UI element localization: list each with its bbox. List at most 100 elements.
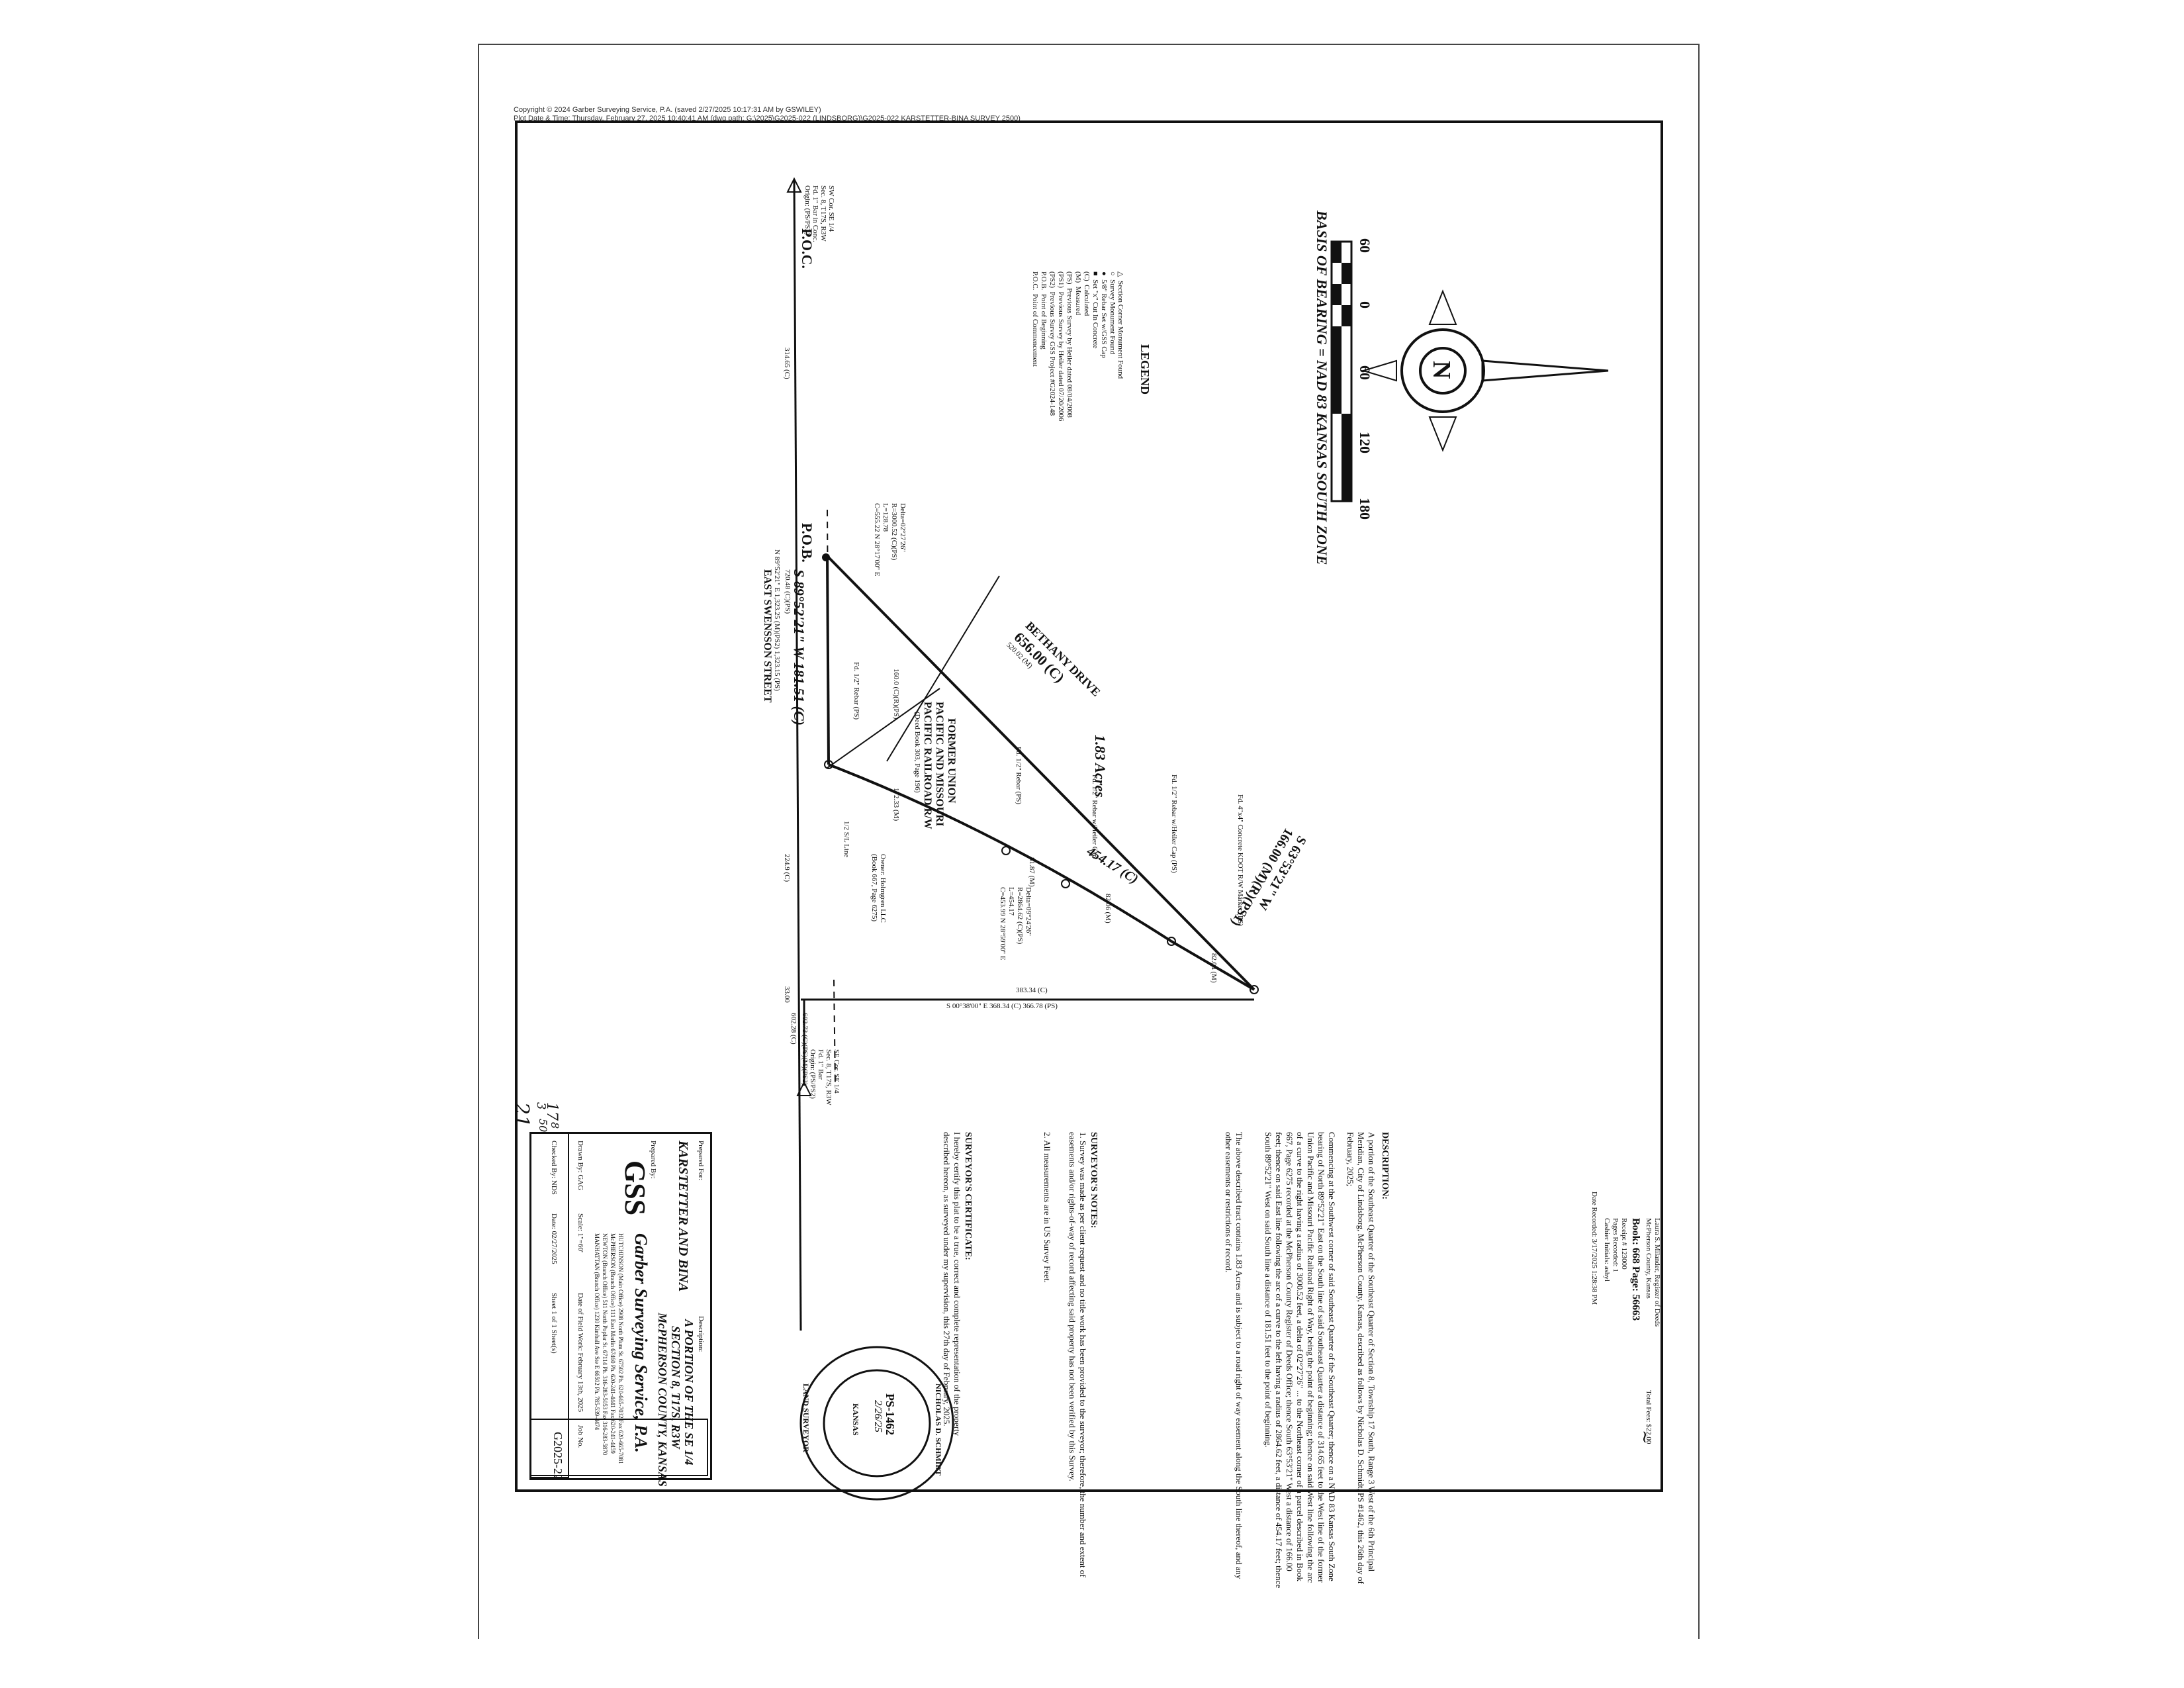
handwritten-figure: 3 xyxy=(534,1102,548,1110)
seal-date: 2/26/25 xyxy=(872,1400,884,1432)
se-note: SE Cor. SE 1/4 xyxy=(833,1049,841,1094)
rebar-monument xyxy=(1061,879,1070,888)
railroad-row-line-2 xyxy=(886,575,1000,762)
curve1-line: Delta=02°27'26" xyxy=(899,503,907,552)
seal-name: NICHOLAS D. SCHMIDT xyxy=(934,1383,943,1476)
certificate-text: I hereby certify this plat to be a true,… xyxy=(942,1132,962,1436)
dim-383: 383.34 (C) xyxy=(1016,986,1048,994)
se-note: Sec. 8, T17S, R3W xyxy=(825,1049,833,1105)
curve1-line: C=555.22 N 28°17'00" E xyxy=(873,503,881,577)
legend-item: P.O.B. Point of Beginning xyxy=(1040,271,1048,350)
scan-right-edge xyxy=(1698,44,1700,1639)
segment-label: 82.06 (M) xyxy=(1104,894,1112,923)
poc-note: Sec. 8, T17S, R3W xyxy=(819,185,827,242)
notes-item: 1. Survey was made as per client request… xyxy=(1068,1132,1088,1577)
scale-tick-3: 60 xyxy=(1357,365,1373,380)
handwritten-figure: 50 xyxy=(537,1119,549,1133)
handwritten-initials: 21 xyxy=(510,1102,533,1128)
seal-number: PS-1462 xyxy=(884,1393,897,1435)
railroad-row-line xyxy=(827,688,940,769)
curve1-line: R=3000.52 (C)(PS) xyxy=(890,503,898,561)
dim-602b: 602.73 (C)(PS)(M)(PS2) xyxy=(801,1013,809,1086)
se-note: Origin: (PS/PS2) xyxy=(809,1049,817,1099)
tb-checked-by: Checked By: NDS xyxy=(550,1141,558,1195)
recording-line: Receipt # 123000 xyxy=(1620,1218,1628,1270)
tb-description: SECTION 8, T17S, R3W xyxy=(669,1326,682,1449)
legend-item: ■ Set "x" Cut In Concrete xyxy=(1091,271,1099,349)
legend-item: (PS2) Previous Survey GSS Project #G2024… xyxy=(1048,271,1056,416)
rebar-label: Fd. 1/2" Rebar w/Heiler Cap (PS) xyxy=(1170,774,1178,873)
recording-line: Cashier Initials: ashyl xyxy=(1603,1218,1611,1282)
tb-sheet: Sheet 1 of 1 Sheet(s) xyxy=(550,1293,558,1354)
scale-bar xyxy=(1330,240,1353,502)
tb-job-label: Job No. xyxy=(576,1425,584,1448)
se-note: Fd. 1" Bar xyxy=(817,1049,825,1080)
tb-description-label: Description: xyxy=(697,1316,705,1352)
poc-marker xyxy=(786,177,802,193)
segment-label: 82.04 (M) xyxy=(1210,953,1218,983)
scale-tick-5: 180 xyxy=(1357,498,1373,520)
south-line-2: N 89°52'21" E 1,323.25 (M)(PS2) 1,323.15… xyxy=(773,549,781,691)
se-corner-marker xyxy=(796,1080,812,1096)
legend-item: △ Section Corner Monument Found xyxy=(1116,271,1124,379)
tb-description: McPHERSON COUNTY, KANSAS xyxy=(656,1313,669,1487)
dim-224: 224.9 (C) xyxy=(783,854,791,882)
recording-book: Book: 668 Page: 56663 xyxy=(1630,1218,1641,1321)
railroad-label: (Deed Book 303, Page 196) xyxy=(913,712,921,793)
scale-tick-1: 60 xyxy=(1357,238,1373,253)
surveyor-seal xyxy=(799,1346,954,1501)
tb-office: NEWTON (Branch Office) 511 North Poplar … xyxy=(602,1233,608,1456)
tb-office: HUTCHINSON (Main Office) 2908 North Plum… xyxy=(617,1233,624,1464)
tb-prepared-for: KARSTETTER AND BINA xyxy=(676,1141,690,1292)
legend-item: ● 5/8" Rebar Set w/GSS Cap xyxy=(1100,271,1108,358)
legend-item: (M) Measured xyxy=(1074,271,1082,315)
poc-note: SW Cor. SE 1/4 xyxy=(827,185,835,232)
tb-description: A PORTION OF THE SE 1/4 xyxy=(682,1319,696,1466)
rebar-monument xyxy=(1001,846,1011,855)
pob-label: P.O.B. xyxy=(799,523,815,563)
copyright-line: Copyright © 2024 Garber Surveying Servic… xyxy=(514,106,821,114)
description-title: DESCRIPTION: xyxy=(1380,1132,1390,1199)
segment-label: 172.33 (M) xyxy=(892,788,900,821)
rebar-monument xyxy=(1167,937,1176,946)
south-line-sub: 720.48 (C)(PS) xyxy=(784,569,792,614)
railroad-label: PACIFIC AND MISSOURI xyxy=(934,702,945,827)
rebar-label: Fd. 1/2" Rebar (PS) xyxy=(852,662,860,720)
curve2-line: Delta=09°24'26" xyxy=(1024,887,1032,936)
legend-item: (PS) Previous Survey by Heiler dated 08/… xyxy=(1066,271,1073,418)
legend-item: P.O.C. Point of Commencement xyxy=(1031,271,1039,367)
sline-label: 1/2 S/L Line xyxy=(842,821,850,858)
tb-company: Garber Surveying Service, P.A. xyxy=(631,1233,651,1453)
recording-line: McPherson County, Kansas xyxy=(1645,1218,1653,1299)
acres-label: 1.83 Acres xyxy=(1092,735,1109,798)
railroad-label: PACIFIC RAILROAD R/W xyxy=(922,702,933,829)
dim-602: 602.28 (C) xyxy=(790,1013,797,1045)
handwritten-figure: 8 xyxy=(549,1122,561,1129)
dim-314: 314.65 (C) xyxy=(783,348,791,379)
parcel-east-line xyxy=(1170,940,1255,991)
curve2-line: L=454.17 xyxy=(1007,887,1015,916)
north-arrow xyxy=(1361,289,1609,452)
description-paragraph: Commencing at the Southwest corner of sa… xyxy=(1263,1132,1337,1589)
legend-item: ○ Survey Monument Found xyxy=(1109,271,1116,355)
tb-date-field: Date of Field Work: February 13th, 2025 xyxy=(576,1293,584,1413)
recording-date: Date Recorded: 3/17/2025 1:28:38 PM xyxy=(1590,1192,1598,1305)
north-label: N xyxy=(1428,361,1455,379)
south-line-label: S 89°52'21" W 181.51 (C) xyxy=(791,569,807,726)
certificate-title: SURVEYOR'S CERTIFICATE: xyxy=(963,1132,973,1260)
street-label: EAST SWENSSON STREET xyxy=(762,569,773,703)
tb-job-no: G2025-22 xyxy=(551,1432,565,1480)
description-paragraph: The above described tract contains 1.83 … xyxy=(1224,1132,1244,1579)
legend-item: (PS1) Previous Survey by Heiler dated 07… xyxy=(1057,271,1065,422)
legend-item: (C) Calculated xyxy=(1083,271,1091,316)
notes-title: SURVEYOR'S NOTES: xyxy=(1089,1132,1099,1229)
scale-tick-2: 0 xyxy=(1357,301,1373,308)
curve2-line: C=453.99 N 28°59'00" E xyxy=(999,887,1007,961)
parcel-south-line xyxy=(826,555,830,765)
recording-line: Laura S. Milander, Register of Deeds xyxy=(1653,1218,1661,1327)
parcel-arc-line xyxy=(828,763,1173,943)
tb-checked-cell xyxy=(529,1132,569,1478)
owner-note: (Book 667, Page 6275) xyxy=(870,854,878,922)
